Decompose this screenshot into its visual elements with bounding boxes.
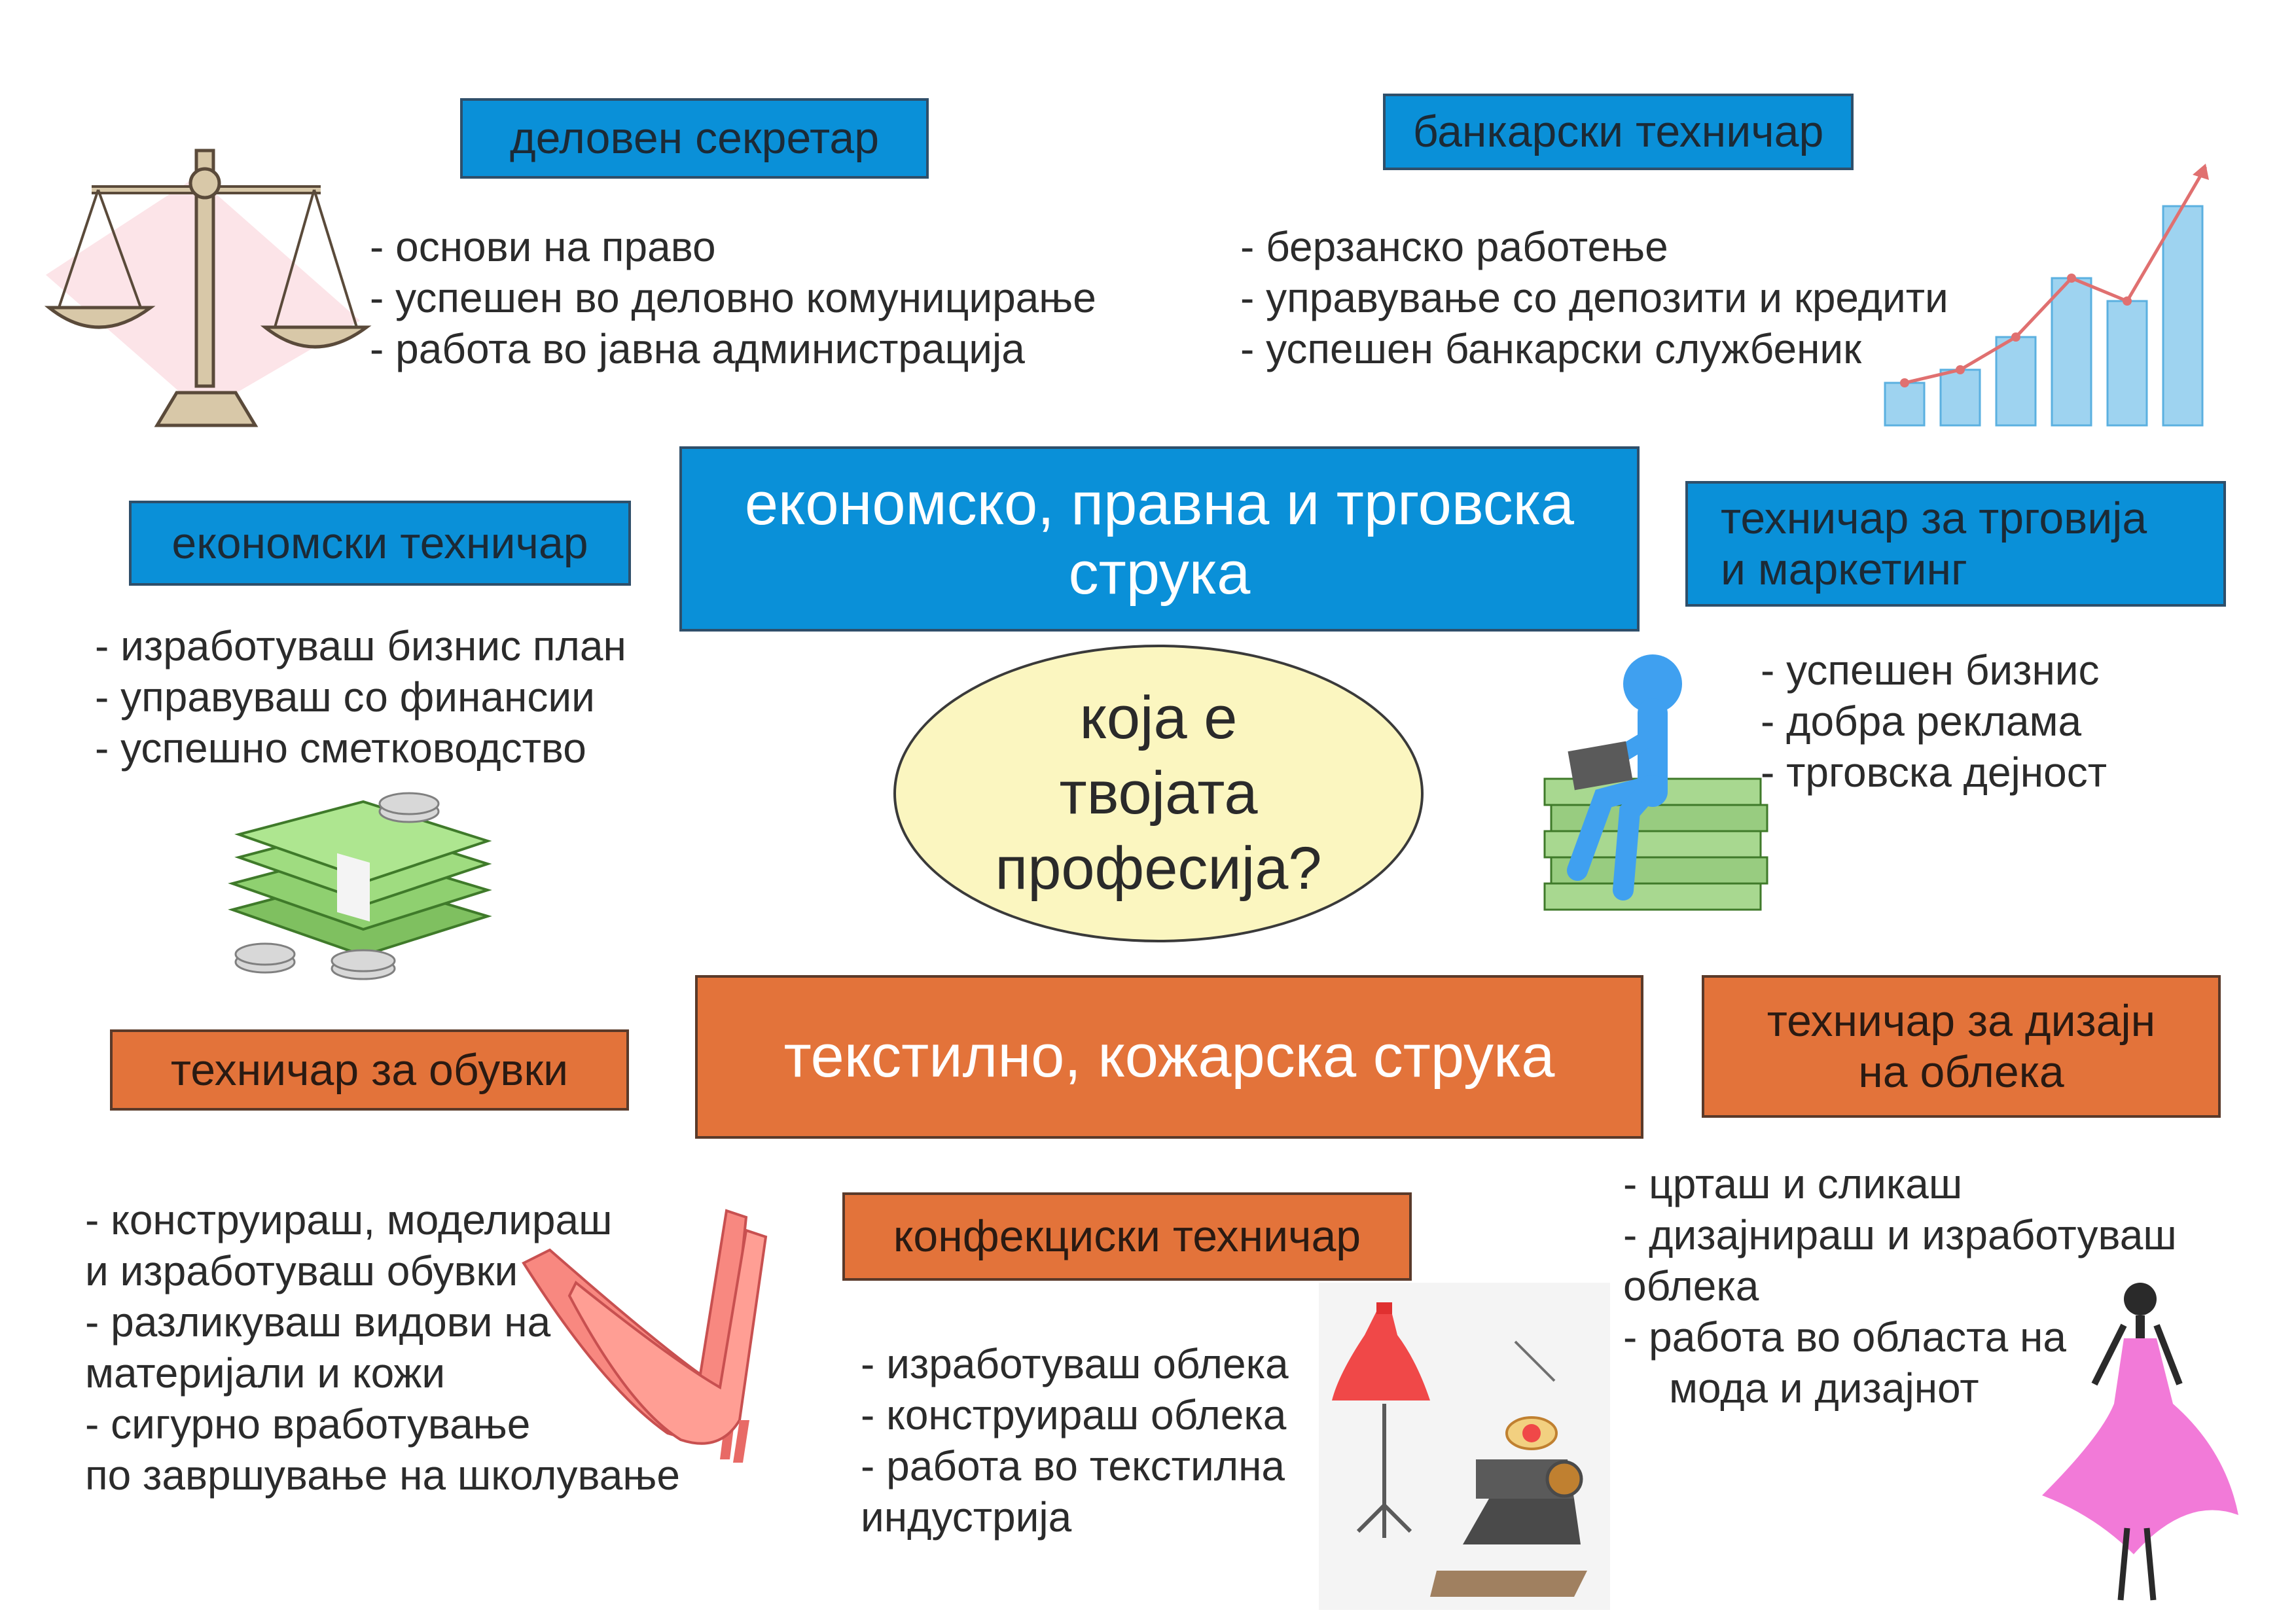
text-line: - сигурно вработување <box>85 1400 531 1448</box>
text-line: - работа во областа на <box>1623 1313 2066 1361</box>
list-item: - успешен банкарски службеник <box>1240 325 1862 373</box>
fashion-design-text: - црташ и сликаш - дизајнираш и изработу… <box>1623 1158 2177 1414</box>
bank-technician-title: банкарски техничар <box>1383 94 1854 170</box>
shoe-technician-title: техничар за обувки <box>110 1029 629 1111</box>
list-item: - берзанско работење <box>1240 223 1668 270</box>
clothing-technician-text: - изработуваш облека - конструираш облек… <box>861 1338 1289 1543</box>
fashion-design-title-line1: техничар за дизајн <box>1767 995 2156 1046</box>
bank-technician-title-text: банкарски техничар <box>1412 107 1824 157</box>
fashion-design-title-line2: на облека <box>1858 1047 2064 1097</box>
list-item: - изработуваш бизнис план <box>95 622 626 669</box>
economic-technician-list: - изработуваш бизнис план - управуваш со… <box>95 620 626 774</box>
textile-sector-box: текстилно, кожарска струка <box>695 975 1643 1139</box>
fashion-design-title: техничар за дизајн на облека <box>1702 975 2221 1118</box>
textile-sector-label: текстилно, кожарска струка <box>783 1023 1555 1090</box>
center-question-line3: професија? <box>995 835 1322 902</box>
man-on-money-icon <box>1543 654 1768 911</box>
text-line: - разликуваш видови на <box>85 1298 551 1346</box>
economic-technician-title: економски техничар <box>129 501 631 586</box>
trade-marketing-list: - успешен бизнис - добра реклама - тргов… <box>1761 645 2107 798</box>
text-line: - конструираш, моделираш <box>85 1196 613 1243</box>
clothing-technician-title-text: конфекциски техничар <box>893 1211 1361 1262</box>
list-item: - успешен бизнис <box>1761 647 2100 694</box>
list-item: - успешно сметководство <box>95 724 586 772</box>
text-line: - изработуваш облека <box>861 1340 1289 1387</box>
growth-chart-icon <box>1884 164 2209 427</box>
fashion-dress-icon <box>2042 1283 2238 1601</box>
shoe-technician-title-text: техничар за обувки <box>170 1044 569 1095</box>
economic-sector-line1: економско, правна и трговска <box>744 470 1575 537</box>
text-line: индустрија <box>861 1493 1072 1541</box>
text-line: и изработуваш обувки <box>85 1247 518 1295</box>
list-item: - работа во јавна администрација <box>370 325 1025 373</box>
text-line: облека <box>1623 1262 1759 1310</box>
trade-marketing-title-line1: техничар за трговија <box>1721 493 2147 543</box>
sewing-icon <box>1319 1283 1610 1610</box>
business-secretary-title: деловен секретар <box>460 98 929 179</box>
money-stack-icon <box>228 792 492 980</box>
text-line: материјали и кожи <box>85 1349 446 1397</box>
text-line: - црташ и сликаш <box>1623 1160 1963 1207</box>
economic-technician-title-text: економски техничар <box>171 518 588 568</box>
economic-sector-line2: струка <box>1068 539 1251 607</box>
list-item: - добра реклама <box>1761 698 2082 745</box>
center-question-line2: твојата <box>1059 760 1258 827</box>
text-line: - дизајнираш и изработуваш <box>1623 1211 2177 1259</box>
clothing-technician-title: конфекциски техничар <box>842 1192 1412 1281</box>
business-secretary-title-text: деловен секретар <box>509 113 880 164</box>
text-line: по завршување на школување <box>85 1452 680 1499</box>
high-heels-icon <box>522 1209 768 1463</box>
text-line: - конструираш облека <box>861 1391 1287 1439</box>
shoe-technician-text: - конструираш, моделираш и изработуваш о… <box>85 1194 680 1501</box>
economic-sector-box: економско, правна и трговска струка <box>679 446 1640 632</box>
list-item: - основи на право <box>370 223 716 270</box>
center-question-ellipse: која е твојата професија? <box>893 645 1424 942</box>
business-secretary-list: - основи на право - успешен во деловно к… <box>370 221 1096 374</box>
bank-technician-list: - берзанско работење - управување со деп… <box>1240 221 1948 374</box>
list-item: - управуваш со финансии <box>95 673 595 721</box>
list-item: - управување со депозити и кредити <box>1240 274 1948 322</box>
center-question-line1: која е <box>1079 685 1238 751</box>
list-item: - успешен во деловно комуницирање <box>370 274 1096 322</box>
scales-icon <box>44 149 372 427</box>
text-line: - работа во текстилна <box>861 1442 1285 1490</box>
list-item: - трговска дејност <box>1761 749 2107 796</box>
text-line: мода и дизајнот <box>1669 1364 1979 1412</box>
trade-marketing-title: техничар за трговија и маркетинг <box>1685 481 2226 607</box>
trade-marketing-title-line2: и маркетинг <box>1721 544 1967 594</box>
